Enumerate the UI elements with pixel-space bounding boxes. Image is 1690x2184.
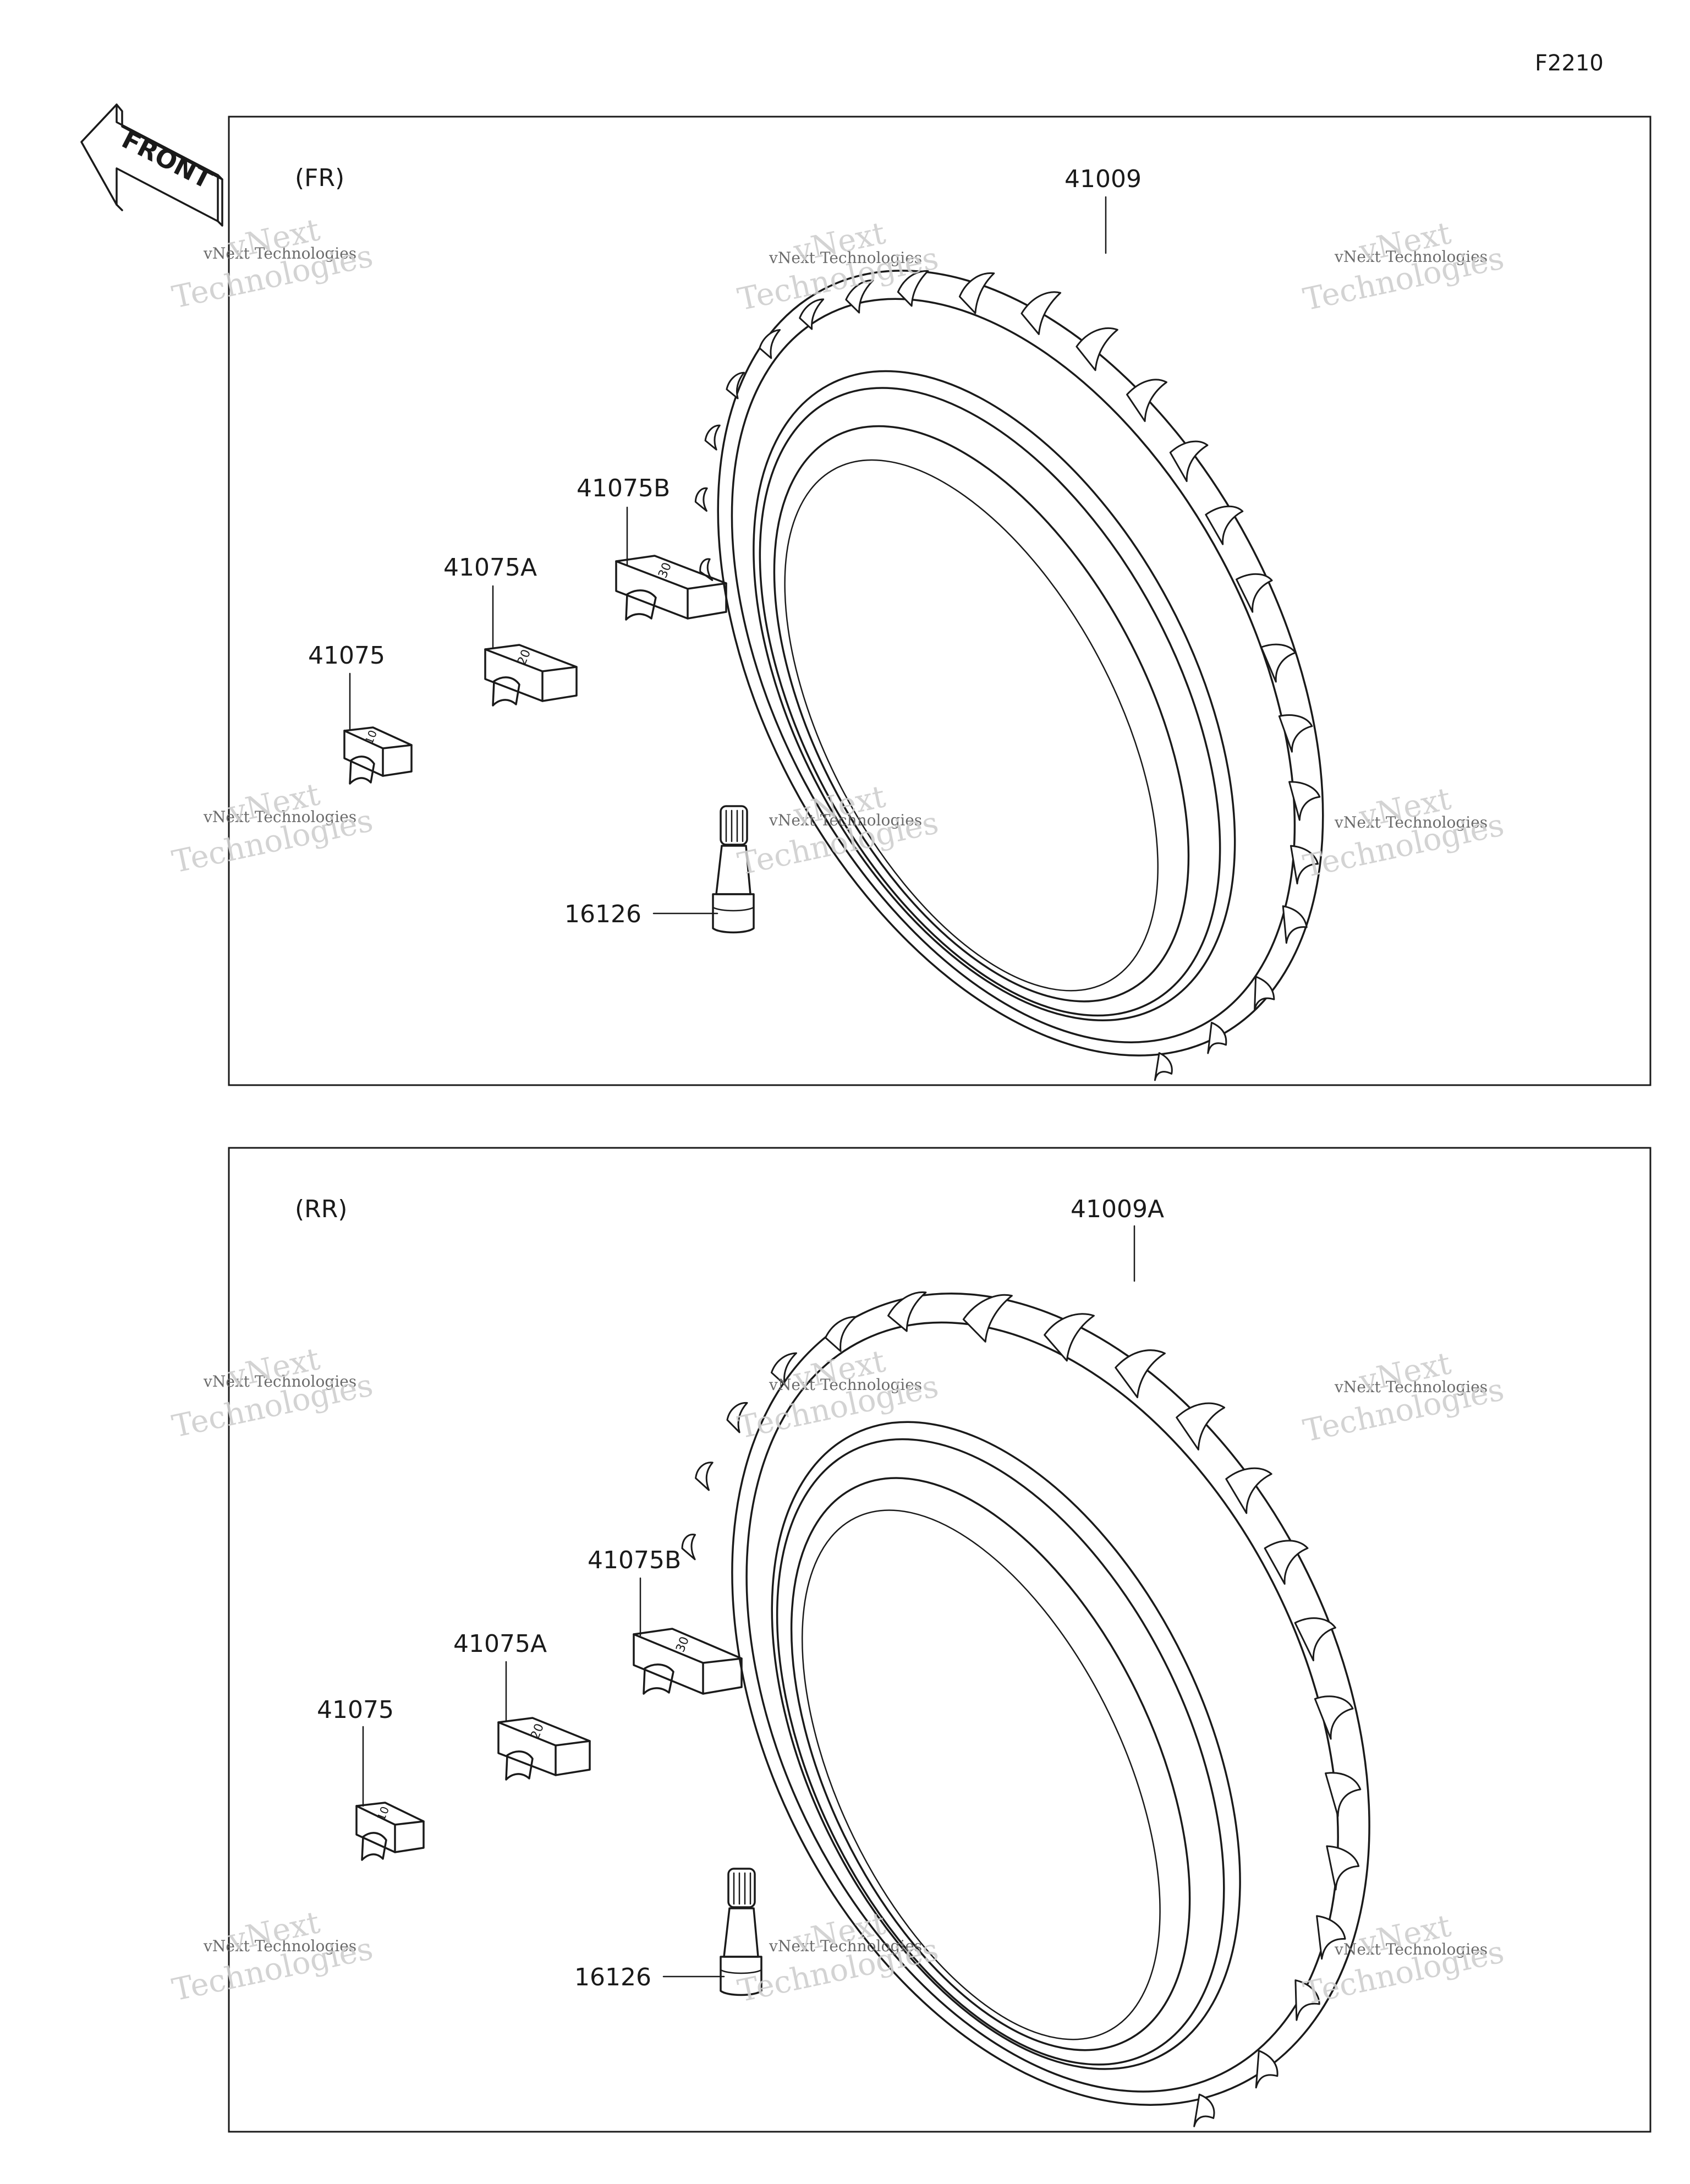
svg-text:vNext Technologies: vNext Technologies — [769, 1937, 922, 1955]
watermark-overlay: Technologies Technologies Technologies T… — [169, 212, 1507, 2012]
front-weight-41075a-part-number: 41075A — [443, 554, 537, 582]
front-tire-tread — [694, 270, 1321, 1081]
rear-weight-41075a-part-number: 41075A — [453, 1630, 547, 1658]
panel-rear-frame — [228, 1147, 1651, 2133]
svg-text:vNext Technologies: vNext Technologies — [203, 808, 356, 826]
front-label: FRONT — [117, 124, 217, 195]
front-weight-41075a: 41075A 20 — [443, 554, 578, 707]
front-weight-41075b-part-number: 41075B — [577, 474, 670, 502]
rear-weight-41075b-part-number: 41075B — [588, 1546, 681, 1574]
rear-weight-41075: 41075 10 — [317, 1696, 425, 1861]
rear-weight-41075b: 41075B 30 — [588, 1546, 743, 1695]
front-tire-callout: 41009 — [1065, 165, 1142, 254]
svg-text:vNext Technologies: vNext Technologies — [203, 244, 356, 262]
panel-rear: (RR) — [203, 1147, 1651, 2133]
front-direction-arrow-icon: FRONT — [80, 103, 223, 227]
rear-tire-callout: 41009A — [1071, 1195, 1164, 1282]
panel-front-title: (FR) — [295, 164, 344, 192]
svg-text:vNext Technologies: vNext Technologies — [769, 811, 922, 829]
panel-rear-title: (RR) — [295, 1195, 347, 1223]
front-weight-41075-stamp: 10 — [362, 728, 380, 746]
rear-tire-tread — [681, 1291, 1362, 2127]
rear-weight-41075a-stamp: 20 — [528, 1722, 547, 1741]
panel-front-frame — [228, 116, 1651, 1086]
rear-weight-41075-part-number: 41075 — [317, 1696, 394, 1724]
figure-code: F2210 — [1535, 51, 1604, 76]
rear-tire-part-number: 41009A — [1071, 1195, 1164, 1223]
svg-text:vNext Technologies: vNext Technologies — [769, 249, 922, 267]
front-tire-part-number: 41009 — [1065, 165, 1142, 193]
rear-valve-part-number: 16126 — [574, 1963, 651, 1991]
front-valve-part-number: 16126 — [564, 900, 641, 928]
watermark-group: vNext Technologies vNext Technologies vN… — [203, 244, 1488, 831]
front-tire — [694, 270, 1324, 1081]
svg-text:vNext Technologies: vNext Technologies — [1334, 248, 1488, 266]
valve-stem-icon — [712, 805, 755, 934]
panel-front: (FR) — [203, 116, 1651, 1086]
rear-tire — [681, 1291, 1370, 2127]
front-weight-41075-part-number: 41075 — [308, 642, 385, 670]
rear-weight-41075a: 41075A 20 — [453, 1630, 591, 1781]
front-weight-41075a-stamp: 20 — [515, 648, 534, 667]
svg-text:vNext Technologies: vNext Technologies — [203, 1372, 356, 1391]
svg-text:vNext Technologies: vNext Technologies — [203, 1937, 356, 1955]
rear-valve: 16126 — [574, 1868, 762, 1996]
valve-stem-icon — [720, 1868, 762, 1996]
svg-text:vNext Technologies: vNext Technologies — [1334, 813, 1488, 831]
svg-text:vNext Technologies: vNext Technologies — [769, 1376, 922, 1394]
rear-weight-41075-stamp: 10 — [374, 1804, 392, 1822]
front-weight-41075: 41075 10 — [308, 642, 413, 785]
svg-text:vNext Technologies: vNext Technologies — [1334, 1378, 1488, 1396]
watermark-group: vNext Technologies vNext Technologies vN… — [203, 1372, 1488, 1958]
front-weight-41075b: 41075B 30 — [577, 474, 727, 621]
svg-text:vNext Technologies: vNext Technologies — [1334, 1940, 1488, 1958]
front-valve: 16126 — [564, 805, 755, 934]
